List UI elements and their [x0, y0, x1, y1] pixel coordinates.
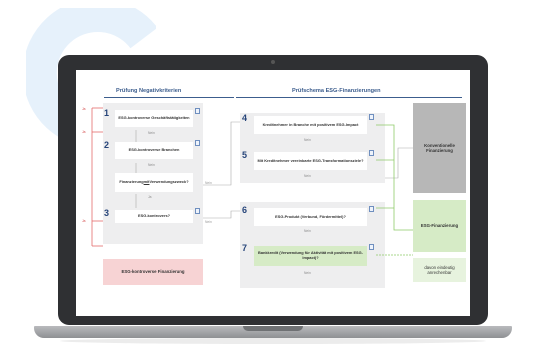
controversial-financing-box: ESG-kontroverse Finanzierung: [103, 259, 203, 285]
document-icon: [369, 206, 374, 212]
step-3-yes-label: Ja: [82, 219, 86, 223]
laptop-screen: Prüfung Negativkriterien Prüfschema ESG-…: [76, 70, 470, 316]
step-6-number: 6: [242, 205, 248, 215]
step-1-no-label: Nein: [148, 131, 155, 135]
laptop-base: [34, 326, 512, 338]
document-icon: [369, 150, 374, 156]
financing-no-label: Nein: [205, 181, 212, 185]
step-7-no-label: Nein: [304, 271, 311, 275]
laptop-shadow: [60, 338, 486, 344]
step-2-yes-label: Ja: [82, 130, 86, 134]
document-icon: [369, 114, 374, 120]
esg-financing-box: ESG-Finanzierung: [413, 200, 466, 252]
step-7-number: 7: [242, 243, 248, 253]
step-5-no-label: Nein: [304, 174, 311, 178]
step-6-no-label: Nein: [304, 229, 311, 233]
left-header: Prüfung Negativkriterien: [116, 88, 182, 94]
step-4-box: Kreditnehmer in Branche mit positivem ES…: [254, 116, 367, 134]
financing-question-mit: mit: [143, 179, 150, 185]
step-2-box: ESG-kontroverse Branchen: [115, 142, 193, 159]
right-header: Prüfschema ESG-Finanzierungen: [292, 88, 381, 94]
step-4-number: 4: [242, 113, 248, 123]
document-icon: [195, 140, 200, 146]
laptop-camera: [271, 60, 275, 64]
financing-question-a: Finanzierung: [119, 179, 144, 185]
flow-connectors: [91, 107, 413, 256]
step-2-number: 2: [104, 140, 110, 150]
step-3-no-label: Nein: [205, 220, 212, 224]
right-header-rule: [236, 97, 462, 98]
laptop-notch: [243, 326, 303, 331]
document-icon: [195, 208, 200, 214]
step-3-box: ESG-kontrovers?: [115, 210, 193, 223]
left-header-rule: [104, 97, 234, 98]
step-4-no-label: Nein: [304, 138, 311, 142]
financing-question-box: Finanzierung mit Verwendungszweck?: [115, 173, 193, 192]
step-1-number: 1: [104, 108, 110, 118]
conventional-financing-box: Konventionelle Finanzierung: [413, 103, 466, 193]
step-5-number: 5: [242, 150, 248, 160]
step-1-yes-label: Ja: [82, 107, 86, 111]
document-icon: [369, 244, 374, 250]
step-6-box: ESG-Produkt (Verbund, Fördermittel)?: [254, 208, 367, 226]
step-5-box: Mit Kreditnehmer vereinbarte ESG-Transfo…: [254, 152, 367, 170]
step-7-box: Bankkredit (Verwendung für Aktivität mit…: [254, 246, 367, 266]
document-icon: [195, 108, 200, 114]
financing-question-b: Verwendungszweck?: [149, 179, 189, 185]
step-1-box: ESG-kontroverse Geschäftstätigkeiten: [115, 110, 193, 127]
step-2-no-label: Nein: [148, 163, 155, 167]
eligible-financing-box: davon eindeutig anrechenbar: [413, 258, 466, 282]
financing-yes-label: Ja: [148, 195, 152, 199]
step-3-number: 3: [104, 208, 110, 218]
